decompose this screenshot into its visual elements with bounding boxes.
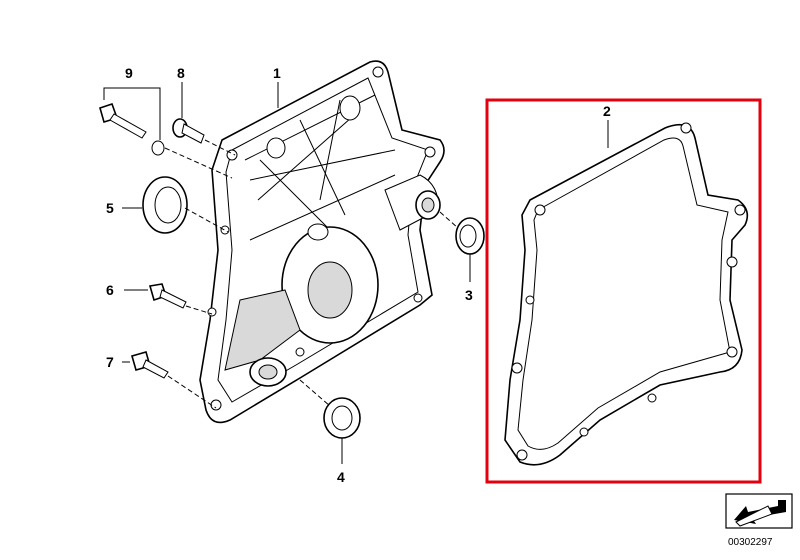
callout-7: 7 — [106, 354, 114, 370]
callout-5: 5 — [106, 200, 114, 216]
callout-8: 8 — [177, 65, 185, 81]
reference-number: 00302297 — [728, 537, 773, 548]
callout-4: 4 — [337, 469, 345, 485]
callout-3: 3 — [465, 287, 473, 303]
assembly-dashed-lines — [164, 139, 459, 409]
callout-1: 1 — [273, 65, 281, 81]
hex-bolt-6-part[interactable] — [148, 283, 187, 309]
callout-6: 6 — [106, 282, 114, 298]
screw-plug-part[interactable] — [172, 118, 205, 144]
reference-box: 00302297 — [725, 493, 793, 548]
shaft-seal-bottom-part[interactable] — [323, 397, 361, 439]
arrow-down-left-icon — [734, 500, 786, 527]
callout-9: 9 — [125, 65, 133, 81]
gasket-highlight-frame — [485, 98, 762, 484]
bolt-with-washer-part[interactable] — [99, 102, 165, 156]
leader-lines — [103, 82, 609, 464]
callout-labels: 1 2 3 4 5 6 7 8 9 — [106, 65, 611, 485]
callout-2: 2 — [603, 103, 611, 119]
gasket-part[interactable] — [504, 122, 749, 466]
shaft-seal-right-part[interactable] — [455, 217, 485, 255]
hex-bolt-7-part[interactable] — [131, 351, 169, 379]
radial-seal-part[interactable] — [142, 176, 188, 234]
timing-cover-part[interactable] — [199, 60, 445, 424]
